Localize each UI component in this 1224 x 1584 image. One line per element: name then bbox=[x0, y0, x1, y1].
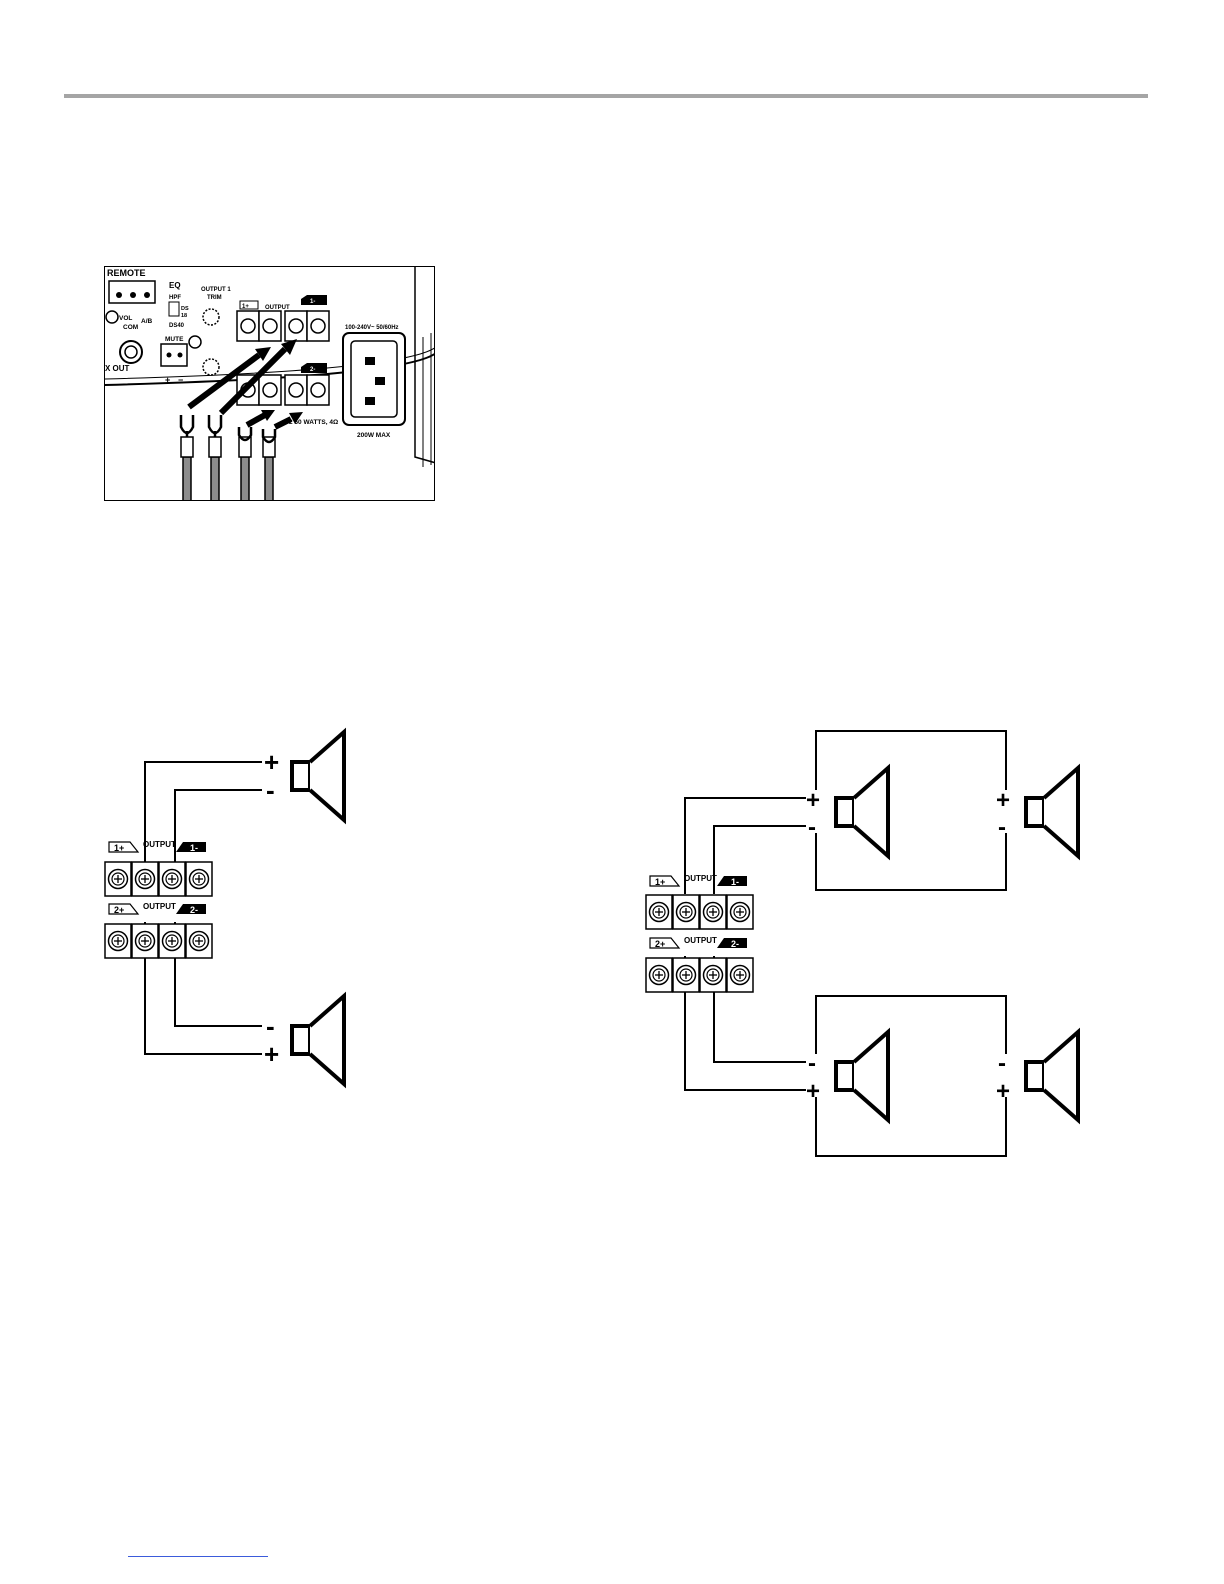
polarity-plus: + bbox=[996, 787, 1010, 814]
footer-link-underline[interactable] bbox=[128, 1556, 268, 1557]
polarity-plus: + bbox=[806, 1078, 820, 1105]
stereo-wiring-diagram: + - - + 1+ OUTPUT 1- 2+ OUTPUT 2- bbox=[105, 732, 344, 1084]
terminal-2-plus-label: 2+ bbox=[114, 905, 124, 915]
terminal-2-plus-label: 2+ bbox=[655, 939, 665, 949]
terminal-1-plus-label: 1+ bbox=[114, 843, 124, 853]
terminal-screw-icon bbox=[673, 895, 699, 929]
polarity-minus: - bbox=[998, 1050, 1006, 1077]
speaker-icon bbox=[292, 732, 344, 820]
output-label: OUTPUT bbox=[143, 902, 176, 911]
terminal-screw-icon bbox=[159, 862, 185, 896]
polarity-plus: + bbox=[264, 1039, 279, 1069]
terminal-1-plus-label: 1+ bbox=[655, 877, 665, 887]
polarity-plus: + bbox=[996, 1078, 1010, 1105]
terminal-screw-icon bbox=[673, 958, 699, 992]
speaker-icon bbox=[1026, 768, 1078, 856]
speaker-icon bbox=[836, 1032, 888, 1120]
output-label: OUTPUT bbox=[143, 840, 176, 849]
terminal-screw-icon bbox=[727, 895, 753, 929]
speaker-icon bbox=[292, 996, 344, 1084]
terminal-2-minus-label: 2- bbox=[731, 939, 739, 949]
output-label: OUTPUT bbox=[684, 874, 717, 883]
terminal-1-minus-label: 1- bbox=[190, 843, 198, 853]
parallel-wiring-diagram: + - + - - + - + 1+ OUTPUT 1- 2+ OUTPUT 2… bbox=[646, 731, 1078, 1156]
terminal-screw-icon bbox=[700, 958, 726, 992]
speaker-icon bbox=[1026, 1032, 1078, 1120]
polarity-minus: - bbox=[266, 775, 275, 805]
speaker-icon bbox=[836, 768, 888, 856]
polarity-minus: - bbox=[998, 814, 1006, 841]
terminal-1-minus-label: 1- bbox=[731, 877, 739, 887]
terminal-2-minus-label: 2- bbox=[190, 905, 198, 915]
terminal-screw-icon bbox=[646, 958, 672, 992]
terminal-screw-icon bbox=[105, 924, 131, 958]
polarity-minus: - bbox=[808, 1050, 816, 1077]
terminal-screw-icon bbox=[186, 924, 212, 958]
polarity-plus: + bbox=[264, 747, 279, 777]
terminal-screw-icon bbox=[132, 862, 158, 896]
polarity-minus: - bbox=[808, 814, 816, 841]
terminal-screw-icon bbox=[646, 895, 672, 929]
polarity-plus: + bbox=[806, 787, 820, 814]
terminal-screw-icon bbox=[159, 924, 185, 958]
output-label: OUTPUT bbox=[684, 936, 717, 945]
terminal-screw-icon bbox=[700, 895, 726, 929]
terminal-screw-icon bbox=[105, 862, 131, 896]
terminal-screw-icon bbox=[132, 924, 158, 958]
terminal-screw-icon bbox=[186, 862, 212, 896]
polarity-minus: - bbox=[266, 1011, 275, 1041]
terminal-screw-icon bbox=[727, 958, 753, 992]
